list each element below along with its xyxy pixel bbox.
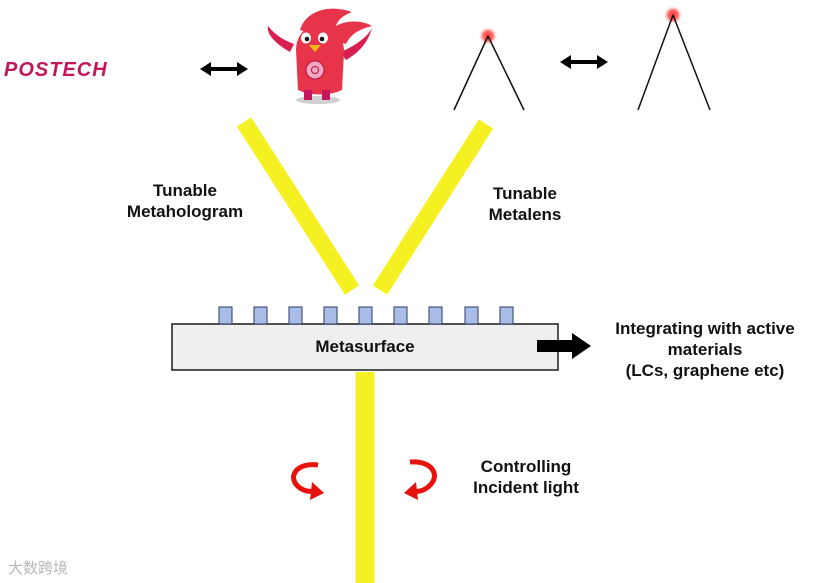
label-line: Integrating with active (615, 319, 795, 338)
label-tunable-metahologram: Tunable Metahologram (110, 180, 260, 222)
label-line: Metahologram (126, 202, 244, 221)
label-metasurface: Metasurface (315, 337, 415, 356)
nanopillar (358, 306, 373, 325)
nanopillar (428, 306, 443, 325)
label-tunable-metalens: Tunable Metalens (470, 183, 580, 225)
label-line: (LCs, graphene etc) (625, 361, 785, 380)
rotation-arrow-icon (404, 459, 437, 500)
label-line: Tunable (493, 184, 557, 203)
label-line: Tunable (153, 181, 217, 200)
beam-right (372, 119, 494, 295)
nanopillars (218, 306, 514, 325)
label-line: materials (667, 340, 743, 359)
nanopillar (288, 306, 303, 325)
nanopillar (253, 306, 268, 325)
double-arrow-icon (200, 62, 248, 76)
label-line: Incident light (473, 478, 579, 497)
label-active-materials: Integrating with active materials (LCs, … (595, 318, 815, 381)
label-line: Controlling (480, 457, 572, 476)
right-arrow-icon (537, 333, 591, 359)
double-arrow-icon (560, 55, 608, 69)
nanopillar (323, 306, 338, 325)
postech-logo: POSTECH (4, 59, 108, 81)
nanopillar (218, 306, 233, 325)
metasurface-substrate (171, 323, 559, 371)
rotation-arrow-icon (291, 462, 324, 500)
mascot-icon (267, 8, 372, 104)
label-line: Metalens (488, 205, 562, 224)
focal-cone-icon (637, 6, 711, 111)
label-controlling-light: Controlling Incident light (455, 456, 597, 498)
nanopillar (499, 306, 514, 325)
beam-left (236, 117, 360, 295)
watermark: 大数跨境 (8, 559, 69, 577)
nanopillar (393, 306, 408, 325)
focal-cone-icon (453, 27, 525, 111)
nanopillar (464, 306, 479, 325)
